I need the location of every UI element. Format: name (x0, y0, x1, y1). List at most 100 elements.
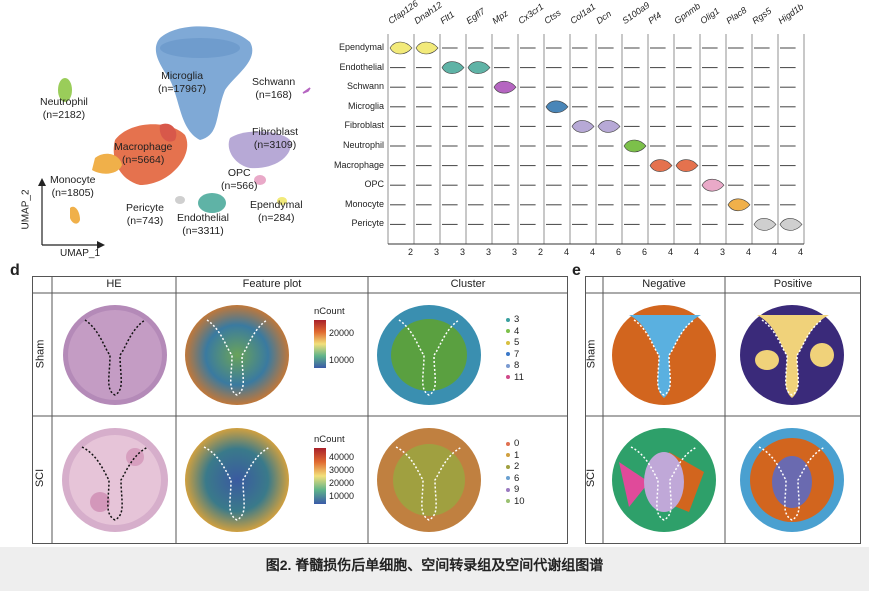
violin-xtick: 6 (616, 247, 622, 257)
negative-sham-image (612, 305, 716, 405)
umap-plot (38, 26, 311, 249)
legend-sham-tick-1: 10000 (329, 355, 355, 365)
umap-label-endothelial: Endothelial(n=3311) (177, 212, 229, 237)
cluster-legend-label: 9 (514, 484, 520, 496)
cluster-dot-icon (506, 499, 510, 504)
violin-xtick: 3 (720, 247, 726, 257)
violin-shape (727, 198, 751, 212)
violin-xtick: 4 (668, 247, 674, 257)
violin-row-macrophage: Macrophage (333, 159, 384, 170)
violin-xtick: 4 (798, 247, 804, 257)
umap-panel: UMAP_1 UMAP_2 Microglia(n=17967) Neutrop… (20, 20, 340, 260)
umap-label-macrophage: Macrophage(n=5664) (114, 141, 173, 166)
violin-shape (675, 159, 699, 172)
violin-shape (753, 218, 777, 231)
violin-xtick: 3 (512, 247, 518, 257)
cluster-dot-icon (506, 375, 510, 380)
violin-shape (415, 41, 439, 55)
legend-sci-title: nCount (314, 434, 345, 445)
violin-row-microglia: Microglia (347, 100, 384, 111)
violin-xtick: 3 (434, 247, 440, 257)
panel-e-letter: e (572, 262, 581, 279)
violin-row-monocyte: Monocyte (344, 198, 384, 209)
legend-sci-tick-2: 20000 (329, 478, 355, 488)
panel-e-header-positive: Positive (773, 278, 813, 290)
positive-sci-image (740, 428, 844, 532)
cluster-legend-item: 3 (506, 314, 524, 326)
violin-shape (389, 41, 413, 55)
panel-d: HE Feature plot Cluster Sham SCI (32, 276, 568, 544)
cluster-legend-item: 0 (506, 438, 525, 450)
cluster-dot-icon (506, 441, 510, 446)
cluster-dot-icon (506, 464, 510, 469)
violin-shape (701, 178, 725, 192)
cluster-dot-icon (506, 453, 510, 458)
cluster-legend-item: 1 (506, 450, 525, 462)
cluster-legend-label: 11 (514, 371, 524, 383)
caption-bar (0, 547, 869, 591)
violin-xtick: 2 (538, 247, 544, 257)
umap-label-monocyte: Monocyte(n=1805) (50, 174, 96, 199)
he-sham-image (63, 305, 167, 405)
figure-caption: 图2. 脊髓损伤后单细胞、空间转录组及空间代谢组图谱 (265, 557, 604, 573)
cluster-dot-icon (506, 317, 510, 322)
violin-shape (493, 80, 517, 94)
cluster-dot-icon (506, 340, 510, 345)
umap-label-neutrophil: Neutrophil(n=2182) (40, 96, 88, 121)
umap-label-fibroblast: Fibroblast(n=3109) (252, 126, 299, 151)
legend-sci-tick-3: 10000 (329, 491, 355, 501)
panel-d-header-feature: Feature plot (242, 278, 302, 290)
violin-row-fibroblast: Fibroblast (344, 120, 384, 131)
panel-e: Negative Positive Sham SCI (585, 276, 861, 544)
cluster-legend-label: 0 (514, 438, 520, 450)
violin-shape (597, 120, 621, 133)
cluster-legend-item: 2 (506, 461, 525, 473)
cluster-legend-label: 1 (514, 449, 520, 461)
violin-shape (441, 61, 465, 74)
cluster-legend-item: 7 (506, 349, 524, 361)
umap-label-pericyte: Pericyte(n=743) (126, 202, 164, 227)
violin-shape (779, 218, 803, 231)
cluster-legend-item: 10 (506, 496, 525, 508)
umap-label-microglia: Microglia(n=17967) (158, 70, 207, 95)
violin-xtick: 2 (408, 247, 414, 257)
cluster-legend-item: 11 (506, 372, 524, 384)
violin-shape (545, 100, 569, 114)
cluster-dot-icon (506, 329, 510, 334)
violin-xtick: 4 (746, 247, 752, 257)
cluster-legend-label: 5 (514, 337, 520, 349)
violin-xtick: 3 (460, 247, 466, 257)
negative-sci-image (612, 428, 716, 532)
violin-shape (467, 61, 491, 74)
he-sci-image (62, 428, 168, 532)
umap-label-schwann: Schwann(n=168) (252, 76, 296, 101)
umap-axis-x-label: UMAP_1 (60, 248, 101, 259)
violin-xtick: 4 (772, 247, 778, 257)
violin-row-neutrophil: Neutrophil (342, 140, 384, 150)
cluster-legend-label: 3 (514, 314, 520, 326)
positive-sham-image (740, 305, 844, 405)
cluster-legend-item: 5 (506, 337, 524, 349)
panel-d-row-sci: SCI (34, 468, 47, 488)
panel-d-header-cluster: Cluster (450, 278, 486, 290)
panel-d-letter: d (10, 262, 20, 279)
panel-d-header-he: HE (106, 278, 122, 290)
cluster-dot-icon (506, 363, 510, 368)
violin-xtick: 4 (590, 247, 596, 257)
panel-d-row-sham: Sham (34, 339, 47, 369)
violin-xtick: 6 (642, 247, 648, 257)
legend-sci-tick-1: 30000 (329, 465, 355, 475)
legend-sci-colorbar (314, 448, 326, 504)
umap-label-opc: OPC(n=566) (221, 167, 258, 192)
legend-sci-tick-0: 40000 (329, 452, 355, 462)
violin-plot (387, 34, 805, 245)
cluster-legend-label: 6 (514, 472, 520, 484)
cluster-legend-label: 4 (514, 325, 520, 337)
cluster-dot-icon (506, 487, 510, 492)
panel-e-row-sci: SCI (585, 468, 598, 488)
violin-shape (649, 159, 673, 172)
cluster-dot-icon (506, 476, 510, 481)
